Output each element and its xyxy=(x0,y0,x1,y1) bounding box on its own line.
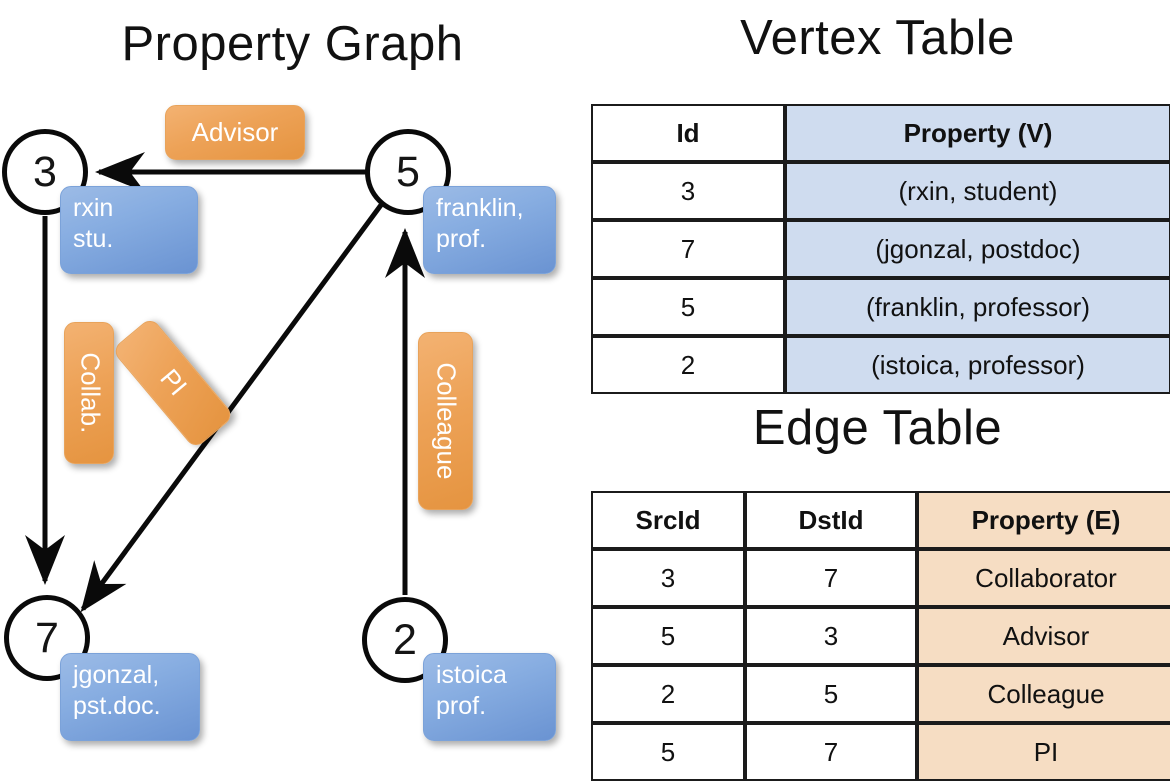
edge-property-badge-pi-label: PI xyxy=(154,363,194,402)
vertex-property-badge-rxin-line1: rxin xyxy=(73,194,114,222)
vertex-property-badge-jgonzal[interactable]: jgonzal, pst.doc. xyxy=(60,653,200,741)
vertex-cell-id: 3 xyxy=(591,162,785,220)
vertex-property-badge-istoica-line2: prof. xyxy=(436,691,487,720)
vertex-table-header-row: Id Property (V) xyxy=(591,104,1170,162)
edge-property-badge-collab[interactable]: Collab. xyxy=(64,322,114,464)
page-title-property-graph: Property Graph xyxy=(121,17,464,71)
edge-table-header-dstid: DstId xyxy=(745,491,917,549)
edge-property-badge-collab-label: Collab. xyxy=(74,352,105,434)
vertex-cell-id: 2 xyxy=(591,336,785,394)
edge-cell-dstid: 7 xyxy=(745,723,917,781)
page-title-vertex-table: Vertex Table xyxy=(740,11,1015,65)
edge-property-badge-colleague-label: Colleague xyxy=(431,362,462,480)
vertex-property-badge-franklin-line1: franklin, xyxy=(436,194,524,222)
table-row[interactable]: 3 7 Collaborator xyxy=(591,549,1170,607)
edge-cell-property: Collaborator xyxy=(917,549,1170,607)
vertex-cell-id: 5 xyxy=(591,278,785,336)
edge-cell-dstid: 3 xyxy=(745,607,917,665)
edge-table: SrcId DstId Property (E) 3 7 Collaborato… xyxy=(591,491,1170,781)
table-row[interactable]: 2 (istoica, professor) xyxy=(591,336,1170,394)
graph-edges-svg xyxy=(25,152,425,613)
vertex-table-header-id: Id xyxy=(591,104,785,162)
graph-node-5[interactable]: 5 xyxy=(365,129,451,215)
edge-cell-property: Colleague xyxy=(917,665,1170,723)
edge-table-header-row: SrcId DstId Property (E) xyxy=(591,491,1170,549)
vertex-property-badge-franklin-line2: prof. xyxy=(436,224,487,253)
edge-property-badge-colleague[interactable]: Colleague xyxy=(418,332,473,510)
table-row[interactable]: 3 (rxin, student) xyxy=(591,162,1170,220)
edge-table-header-srcid: SrcId xyxy=(591,491,745,549)
vertex-cell-property: (istoica, professor) xyxy=(785,336,1170,394)
edge-cell-srcid: 5 xyxy=(591,723,745,781)
vertex-cell-property: (rxin, student) xyxy=(785,162,1170,220)
vertex-table: Id Property (V) 3 (rxin, student) 7 (jgo… xyxy=(591,104,1170,394)
property-graph-diagram: 3 5 7 2 rxin stu. franklin, prof. jgonza… xyxy=(0,0,585,760)
edge-cell-srcid: 3 xyxy=(591,549,745,607)
vertex-cell-property: (franklin, professor) xyxy=(785,278,1170,336)
table-row[interactable]: 5 3 Advisor xyxy=(591,607,1170,665)
table-row[interactable]: 2 5 Colleague xyxy=(591,665,1170,723)
vertex-property-badge-rxin[interactable]: rxin stu. xyxy=(60,186,198,274)
edge-cell-dstid: 7 xyxy=(745,549,917,607)
vertex-table-header-property: Property (V) xyxy=(785,104,1170,162)
edge-cell-property: Advisor xyxy=(917,607,1170,665)
vertex-property-badge-rxin-line2: stu. xyxy=(73,224,114,253)
edge-cell-srcid: 2 xyxy=(591,665,745,723)
graph-node-2[interactable]: 2 xyxy=(362,597,448,683)
table-row[interactable]: 5 7 PI xyxy=(591,723,1170,781)
vertex-property-badge-jgonzal-line2: pst.doc. xyxy=(73,691,161,720)
edge-cell-dstid: 5 xyxy=(745,665,917,723)
page-title-edge-table: Edge Table xyxy=(752,401,1003,455)
edge-cell-property: PI xyxy=(917,723,1170,781)
vertex-property-badge-jgonzal-line1: jgonzal, xyxy=(73,661,160,689)
edge-property-badge-advisor-label: Advisor xyxy=(191,116,279,147)
edge-property-badge-advisor[interactable]: Advisor xyxy=(165,105,305,160)
vertex-cell-property: (jgonzal, postdoc) xyxy=(785,220,1170,278)
table-row[interactable]: 7 (jgonzal, postdoc) xyxy=(591,220,1170,278)
vertex-property-badge-franklin[interactable]: franklin, prof. xyxy=(423,186,556,274)
vertex-property-badge-istoica[interactable]: istoica prof. xyxy=(423,653,556,741)
edge-cell-srcid: 5 xyxy=(591,607,745,665)
edge-table-header-property: Property (E) xyxy=(917,491,1170,549)
edge-5-to-7-pi xyxy=(80,203,384,613)
vertex-property-badge-istoica-line1: istoica xyxy=(436,661,507,689)
table-row[interactable]: 5 (franklin, professor) xyxy=(591,278,1170,336)
vertex-cell-id: 7 xyxy=(591,220,785,278)
